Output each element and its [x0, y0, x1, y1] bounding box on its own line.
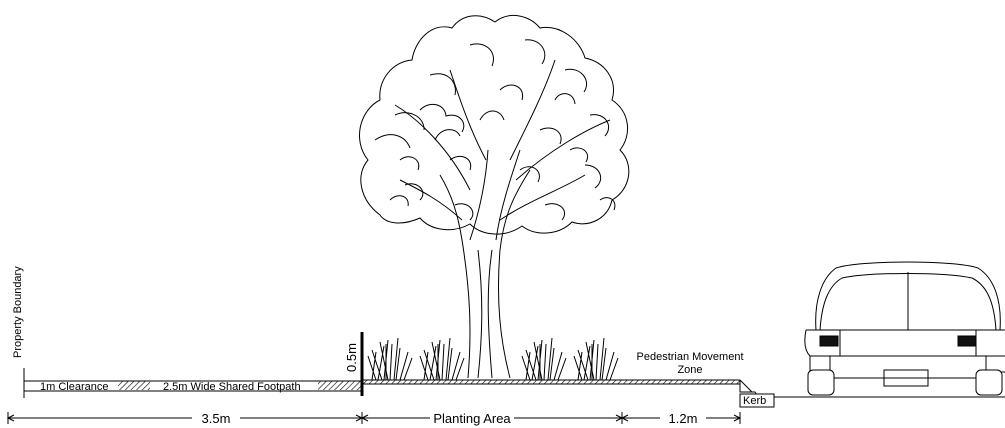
- street-tree: [359, 14, 630, 379]
- pedestrian-zone-label-line1: Pedestrian Movement: [637, 351, 744, 363]
- pedestrian-zone-label-line2: Zone: [677, 364, 702, 376]
- dimension-line: 3.5m Planting Area 1.2m: [6, 411, 742, 426]
- kerb: Kerb: [739, 379, 1005, 408]
- car-rear-view: [804, 261, 1005, 396]
- dimension-label-left: 3.5m: [202, 411, 231, 426]
- grass-clump-2: [419, 337, 465, 381]
- grass-clump-4: [573, 337, 619, 381]
- planting-area-ground: [362, 379, 740, 385]
- footpath-surface: 1m Clearance 2.5m Wide Shared Footpath: [24, 380, 362, 393]
- dimension-label-right: 1.2m: [669, 411, 698, 426]
- height-dimension-label: 0.5m: [344, 343, 359, 372]
- dimension-label-middle: Planting Area: [433, 411, 511, 426]
- kerb-label: Kerb: [743, 395, 766, 407]
- footpath-label: 2.5m Wide Shared Footpath: [163, 381, 301, 393]
- grass-clump-3: [521, 337, 567, 381]
- grass-clump-1: [367, 337, 413, 381]
- clearance-label: 1m Clearance: [40, 381, 108, 393]
- height-dimension: 0.5m: [344, 332, 364, 396]
- property-boundary-label: Property Boundary: [12, 266, 24, 358]
- property-boundary: Property Boundary: [12, 266, 25, 398]
